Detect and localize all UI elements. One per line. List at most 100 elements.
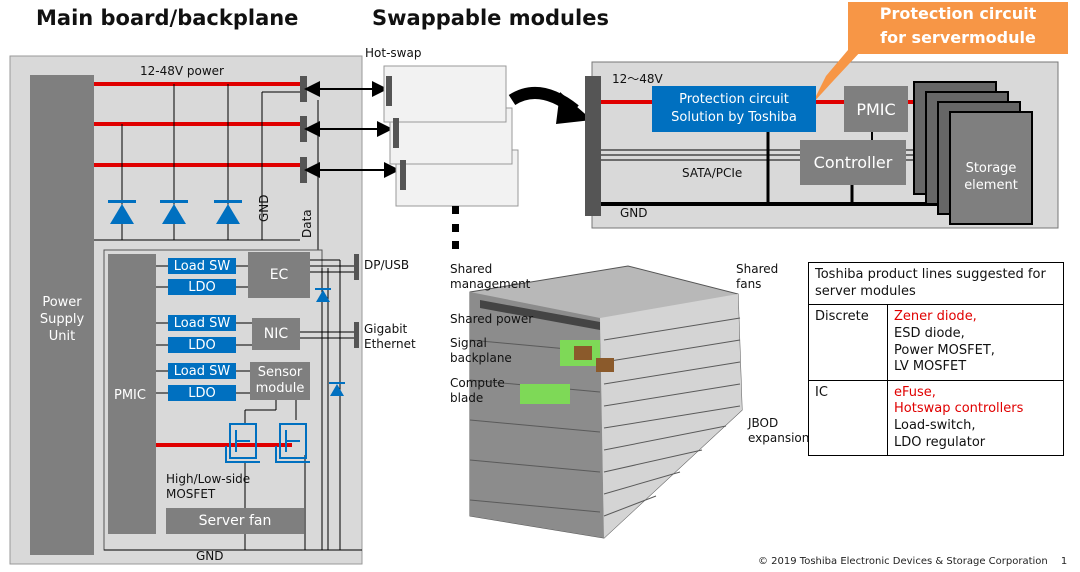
table-red-item: Zener diode, — [894, 309, 977, 325]
table-red-item: eFuse, — [894, 384, 936, 400]
pmic-label: PMIC — [114, 388, 146, 403]
ldo-1: LDO — [168, 279, 236, 295]
ldo-2: LDO — [168, 337, 236, 353]
module-card-stack — [383, 65, 519, 207]
protection-callout: Protection circuit for servermodule — [848, 2, 1068, 54]
swappable-modules-heading: Swappable modules — [372, 6, 609, 30]
gigabit-connector — [354, 322, 359, 348]
dp-usb-label: DP/USB — [364, 258, 410, 272]
shared-fans-label: Shared fans — [736, 262, 778, 292]
connector-2 — [300, 116, 307, 142]
sensor-line1: Sensor — [257, 365, 303, 380]
jbod-label: JBOD expansion — [748, 416, 809, 446]
ldo-3: LDO — [168, 385, 236, 401]
psu-label-line1: Power — [42, 295, 82, 310]
table-item: Power MOSFET, — [894, 342, 995, 358]
jbod-line1: JBOD — [748, 416, 779, 430]
shared-power-label: Shared power — [450, 312, 534, 326]
shared-management-label: Shared management — [450, 262, 530, 292]
gigabit-line2: Ethernet — [364, 337, 416, 351]
data-vertical-label: Data — [300, 209, 314, 238]
shared-fans-line1: Shared — [736, 262, 779, 276]
sensor-line2: module — [255, 381, 305, 396]
signal-backplane-line2: backplane — [450, 351, 512, 365]
protection-circuit-block: Protection circuit Solution by Toshiba — [652, 86, 816, 132]
pmic-block — [108, 254, 156, 534]
table-item: LDO regulator — [894, 434, 986, 450]
storage-label: Storage element — [950, 160, 1032, 194]
block-wires — [104, 259, 362, 551]
psu-label: Power Supply Unit — [30, 294, 94, 345]
protection-line2: Solution by Toshiba — [671, 110, 797, 125]
mosfet-label: High/Low-side MOSFET — [166, 472, 250, 502]
page-number: 1 — [1060, 556, 1068, 567]
compute-blade-line2: blade — [450, 391, 484, 405]
table-category: IC — [808, 379, 888, 457]
server-rack-image — [469, 265, 743, 539]
psu-label-line3: Unit — [48, 329, 76, 344]
main-board-heading: Main board/backplane — [36, 6, 299, 30]
zoom-arrow-head — [556, 92, 592, 124]
controller-block: Controller — [800, 140, 906, 185]
sensor-module-block: Sensor module — [250, 362, 310, 400]
table-item: LV MOSFET — [894, 359, 967, 375]
compute-blade-line1: Compute — [450, 376, 505, 390]
module-card-connector-1 — [386, 76, 392, 106]
module-voltage-label: 12～48V — [612, 72, 663, 86]
storage-front — [949, 111, 1033, 225]
callout-line1: Protection circuit — [879, 4, 1037, 23]
storage-line2: element — [964, 178, 1018, 193]
callout-line2: for servermodule — [880, 28, 1036, 47]
table-item: ESD diode, — [894, 325, 965, 341]
table-header-row: Toshiba product lines suggested for serv… — [808, 261, 1064, 306]
server-fan-block: Server fan — [166, 508, 304, 534]
connector-3 — [300, 157, 307, 183]
module-pmic-block: PMIC — [844, 86, 908, 132]
shared-fans-line2: fans — [736, 277, 762, 291]
hot-swap-label: Hot-swap — [365, 46, 422, 60]
module-edge-connector — [585, 76, 601, 216]
gigabit-label: Gigabit Ethernet — [364, 322, 416, 352]
diode-icon — [315, 288, 345, 396]
table-items: Zener diode, ESD diode, Power MOSFET, LV… — [887, 304, 1064, 381]
jbod-line2: expansion — [748, 431, 810, 445]
ec-block: EC — [248, 252, 310, 298]
protection-line1: Protection circuit — [679, 92, 789, 107]
sata-pcie-label: SATA/PCIe — [682, 166, 743, 180]
module-card-connector-3 — [400, 160, 406, 190]
gigabit-line1: Gigabit — [364, 322, 408, 336]
shared-management-line1: Shared — [450, 262, 493, 276]
diode-icon — [108, 200, 242, 224]
table-category: Discrete — [808, 304, 888, 381]
ellipsis-dots — [452, 206, 459, 249]
gnd-bottom-label: GND — [196, 549, 224, 563]
module-gnd-label: GND — [620, 206, 648, 220]
signal-backplane-label: Signal backplane — [450, 336, 512, 366]
load-sw-3: Load SW — [168, 363, 236, 379]
compute-blade-label: Compute blade — [450, 376, 505, 406]
power-line-label: 12-48V power — [140, 64, 224, 78]
module-card-connector-2 — [393, 118, 399, 148]
load-sw-2: Load SW — [168, 315, 236, 331]
table-row: Discrete Zener diode, ESD diode, Power M… — [808, 304, 1064, 381]
mosfet-icon — [225, 423, 310, 463]
table-red-item: Hotswap controllers — [894, 401, 1024, 417]
product-lines-table: Toshiba product lines suggested for serv… — [808, 261, 1064, 457]
load-sw-1: Load SW — [168, 258, 236, 274]
dp-usb-connector — [354, 254, 359, 280]
table-item: Load-switch, — [894, 418, 976, 433]
mosfet-label-line2: MOSFET — [166, 487, 216, 501]
shared-management-line2: management — [450, 277, 531, 291]
gnd-vertical-label: GND — [257, 194, 271, 222]
copyright-text: © 2019 Toshiba Electronic Devices & Stor… — [758, 556, 1067, 567]
storage-line1: Storage — [965, 161, 1017, 176]
connector-1 — [300, 76, 307, 102]
nic-block: NIC — [252, 318, 300, 350]
table-title: Toshiba product lines suggested for serv… — [808, 261, 1064, 306]
copyright-label: © 2019 Toshiba Electronic Devices & Stor… — [758, 556, 1048, 567]
signal-backplane-line1: Signal — [450, 336, 487, 350]
table-row: IC eFuse, Hotswap controllers Load-switc… — [808, 379, 1064, 457]
mosfet-label-line1: High/Low-side — [166, 472, 251, 486]
psu-label-line2: Supply — [39, 312, 85, 327]
